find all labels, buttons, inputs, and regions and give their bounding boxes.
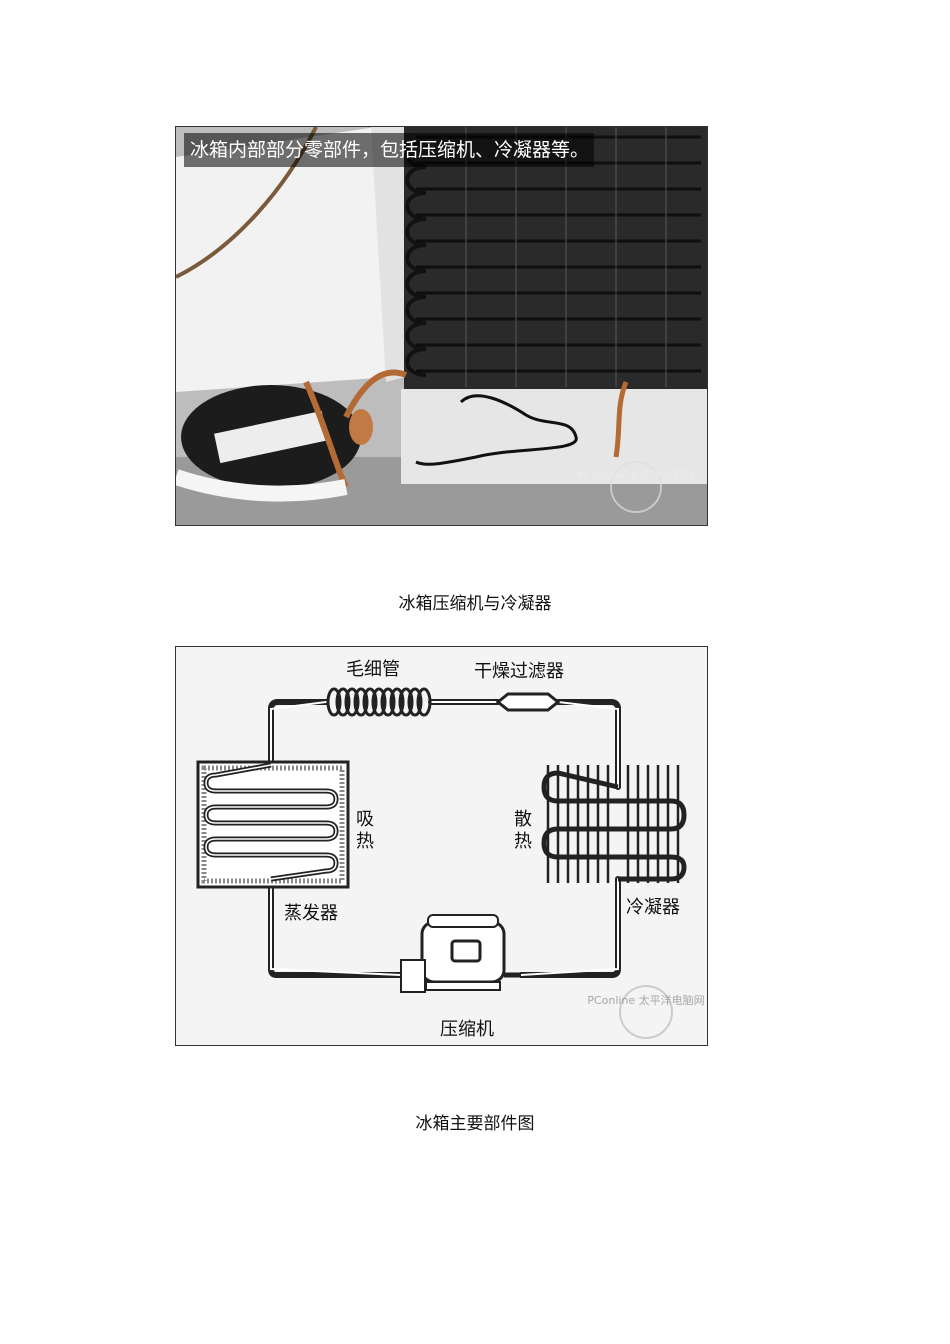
- label-condenser: 冷凝器: [626, 897, 680, 918]
- evaporator: [196, 760, 350, 889]
- label-dryer-filter: 干燥过滤器: [474, 661, 564, 682]
- photo-watermark: PConline 太平洋电脑网: [577, 469, 695, 482]
- photo-overlay-caption: 冰箱内部部分零部件，包括压缩机、冷凝器等。: [190, 139, 590, 161]
- label-dissipate-heat-1: 散: [514, 809, 532, 830]
- caption-compressor-condenser: 冰箱压缩机与冷凝器: [398, 594, 552, 614]
- capillary-coil: [326, 687, 432, 717]
- label-evaporator: 蒸发器: [284, 903, 338, 924]
- compressor-condenser-photo: 冰箱内部部分零部件，包括压缩机、冷凝器等。 PConline 太平洋电脑网: [175, 126, 708, 526]
- refrigerator-components-diagram: 毛细管 干燥过滤器 吸 热 散 热 蒸发器 冷凝器 压缩机 PConline 太…: [175, 646, 708, 1046]
- label-dissipate-heat-2: 热: [514, 831, 532, 852]
- diagram-watermark: PConline 太平洋电脑网: [587, 994, 705, 1007]
- label-absorb-heat-2: 热: [356, 831, 374, 852]
- caption-main-components: 冰箱主要部件图: [415, 1114, 535, 1134]
- refrigeration-cycle-diagram: [196, 687, 687, 1039]
- label-absorb-heat-1: 吸: [356, 809, 374, 830]
- condenser: [541, 765, 687, 883]
- photo-illustration: [176, 127, 707, 525]
- dryer-filter: [495, 692, 561, 712]
- label-compressor: 压缩机: [440, 1019, 494, 1040]
- label-capillary: 毛细管: [346, 659, 400, 680]
- compressor: [400, 914, 521, 993]
